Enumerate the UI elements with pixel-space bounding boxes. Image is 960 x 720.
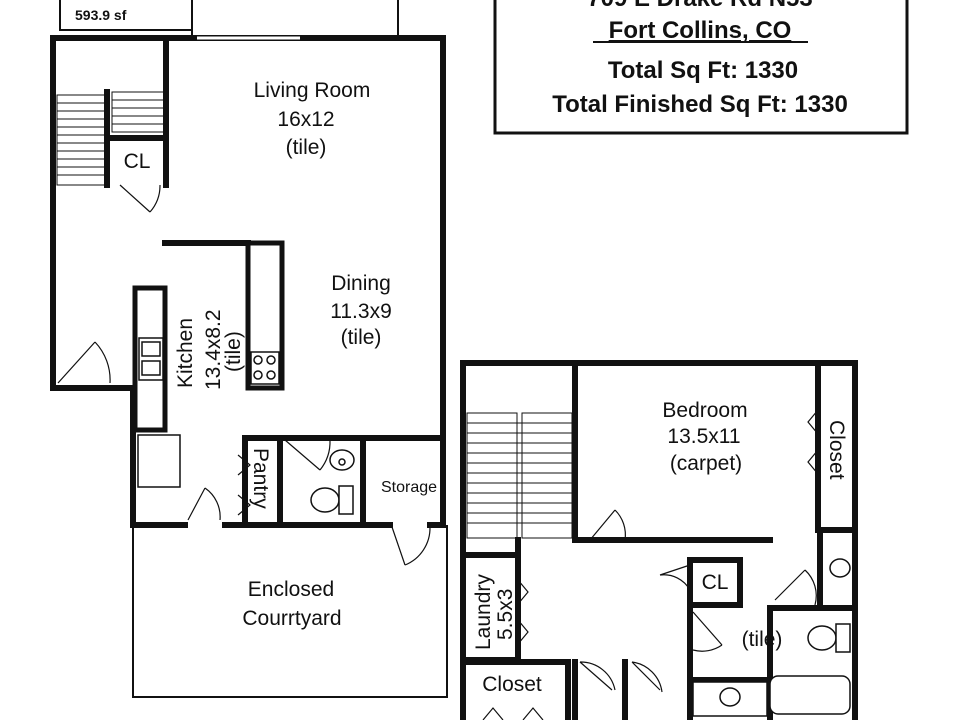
living-room-size: 16x12 <box>277 108 334 131</box>
kitchen-size: 13.4x8.2 <box>202 309 225 390</box>
upper-level: Closet CL (tile) Laundry 5.5x3 <box>460 360 858 720</box>
pantry-label: Pantry <box>249 448 272 509</box>
dining-name: Dining <box>331 272 391 295</box>
bedroom-floor: (carpet) <box>670 452 742 475</box>
dining-floor: (tile) <box>341 326 382 349</box>
range <box>250 351 280 385</box>
bathtub <box>769 675 851 715</box>
closet-cl-main: CL <box>124 150 151 173</box>
living-room-floor: (tile) <box>286 136 327 159</box>
closet-bottom-label: Closet <box>482 673 542 696</box>
kitchen-sink <box>138 337 164 381</box>
laundry-name: Laundry <box>472 574 495 650</box>
total-sq-ft: Total Sq Ft: 1330 <box>608 57 798 84</box>
main-stairs <box>56 91 165 186</box>
bedroom-size: 13.5x11 <box>667 425 740 448</box>
total-finished-sq-ft: Total Finished Sq Ft: 1330 <box>552 91 848 118</box>
courtyard-line1: Enclosed <box>248 578 334 601</box>
bath-floor-label: (tile) <box>742 628 783 651</box>
closet-cl-upper: CL <box>702 571 729 594</box>
living-room-name: Living Room <box>254 79 371 102</box>
main-level: CL <box>50 35 448 698</box>
closet-right-label: Closet <box>825 420 848 480</box>
bedroom-name: Bedroom <box>662 399 747 422</box>
toilet-upper <box>807 623 851 653</box>
kitchen-floor: (tile) <box>222 331 245 372</box>
upper-stairs <box>466 412 573 539</box>
storage-label: Storage <box>381 479 437 496</box>
courtyard-line2: Courrtyard <box>242 607 341 630</box>
city-line: Fort Collins, CO <box>609 17 792 44</box>
dining-size: 11.3x9 <box>330 300 392 323</box>
laundry-size: 5.5x3 <box>494 589 517 640</box>
refrigerator <box>137 434 181 488</box>
address-line: 709 E Drake Rd N53 <box>587 0 812 12</box>
prev-level-box: 593.9 sf <box>59 0 399 35</box>
kitchen-name: Kitchen <box>174 318 197 388</box>
prev-level-sf: 593.9 sf <box>75 7 127 23</box>
info-box: 709 E Drake Rd N53 Fort Collins, CO Tota… <box>493 0 909 135</box>
half-bath-fixtures <box>310 449 355 515</box>
bath-sink-right <box>829 558 851 578</box>
